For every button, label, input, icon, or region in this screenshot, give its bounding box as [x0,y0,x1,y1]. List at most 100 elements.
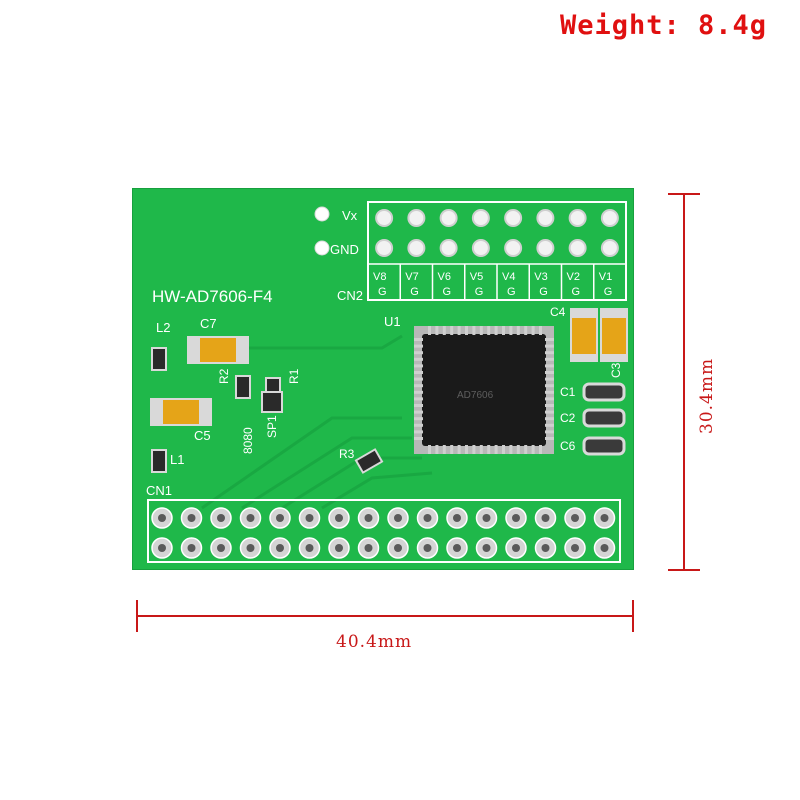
cn1-pin-hole [158,514,166,522]
cn1-pin-hole [305,514,314,522]
header-pin-bottom [439,239,458,257]
component-r3 [354,448,384,474]
c4-label: C4 [550,305,566,319]
cn1-pin-hole [187,544,196,552]
header-pin-bottom [504,239,523,257]
height-dimension-tick-bottom [668,569,700,571]
channel-ground-label: G [443,286,452,298]
component-c4 [570,308,598,362]
channel-label-v2: V2 [567,271,580,283]
cn2-label: CN2 [337,288,363,303]
channel-ground-label: G [604,286,613,298]
component-c2 [582,408,626,428]
c5-label: C5 [194,428,211,443]
cn1-pin-hole [482,514,491,522]
chip-leads [414,326,554,454]
cn1-pin-hole [600,514,609,522]
cn1-pin-hole [246,544,255,552]
component-l1 [151,449,167,473]
cn1-pin-hole [571,544,579,552]
r1-label: R1 [287,368,301,384]
cn1-pin-hole [571,514,579,522]
cn1-pin-hole [482,544,491,552]
cn1-pin-hole [187,514,196,522]
cn1-pin-hole [276,544,284,552]
header-pin-top [600,209,619,227]
width-dimension-tick-left [136,600,138,632]
channel-label-v3: V3 [534,271,547,283]
c6-label: C6 [560,439,576,453]
l2-label: L2 [156,320,170,335]
header-pin-top [439,209,458,227]
r3-label: R3 [339,447,355,461]
cn1-pin-hole [423,514,432,522]
header-pin-bottom [568,239,587,257]
width-dimension-line [137,615,634,617]
cn1-pin-hole [158,544,166,552]
c3-label: C3 [609,362,623,378]
header-pin-top [471,209,490,227]
header-pin-top [375,209,394,227]
cn1-pin-hole [541,514,550,522]
gnd-label: GND [330,242,359,257]
cn1-outline [147,499,621,563]
cn1-pin-hole [217,544,225,552]
header-pin-bottom [536,239,555,257]
cn1-pin-hole [335,544,343,552]
c2-label: C2 [560,411,576,425]
header-pin-top [568,209,587,227]
ad7606-chip: AD7606 [414,326,554,454]
header-pin-top [536,209,555,227]
r2-label: R2 [217,368,231,384]
chip-marking: AD7606 [457,390,494,401]
height-dimension-line [683,194,685,570]
cn1-pin-hole [276,514,284,522]
cn1-pin-hole [217,514,225,522]
l1-label: L1 [170,452,184,467]
channel-label-v7: V7 [405,271,418,283]
component-c7 [187,336,249,364]
c1-label: C1 [560,385,576,399]
channel-label-v1: V1 [599,271,612,283]
cn1-pin-hole [335,514,343,522]
cn1-pin-hole [364,514,373,522]
cn1-pin-hole [600,544,609,552]
header-pin-bottom [375,239,394,257]
component-l2 [151,347,167,371]
cn1-pin-hole [423,544,432,552]
width-dimension-tick-right [632,600,634,632]
height-dimension-tick-top [668,193,700,195]
channel-ground-label: G [572,286,581,298]
cn1-pin-hole [453,544,461,552]
component-sp1 [261,391,283,413]
cn1-pin-hole [512,544,520,552]
gnd-pad [314,240,330,256]
mode-label: 8080 [241,427,255,454]
cn1-pin-hole [394,544,402,552]
channel-ground-label: G [378,286,387,298]
width-dimension-label: 40.4mm [336,632,413,652]
component-c1 [582,382,626,402]
header-pin-top [407,209,426,227]
component-c3 [600,308,628,362]
channel-label-v5: V5 [470,271,483,283]
board-title: HW-AD7606-F4 [152,287,273,306]
channel-ground-label: G [410,286,419,298]
cn1-pin-hole [305,544,314,552]
cn1-pin-hole [394,514,402,522]
cn1-pin-hole [364,544,373,552]
component-c5 [150,398,212,426]
cn1-pin-hole [246,514,255,522]
channel-label-v6: V6 [438,271,451,283]
component-r2 [235,375,251,399]
header-pin-bottom [407,239,426,257]
cn1-pin-hole [453,514,461,522]
channel-ground-label: G [539,286,548,298]
vx-label: Vx [342,208,358,223]
channel-label-v4: V4 [502,271,515,283]
channel-ground-label: G [507,286,516,298]
header-pin-bottom [471,239,490,257]
height-dimension-label: 30.4mm [697,357,717,434]
weight-label: Weight: 8.4g [560,10,768,41]
